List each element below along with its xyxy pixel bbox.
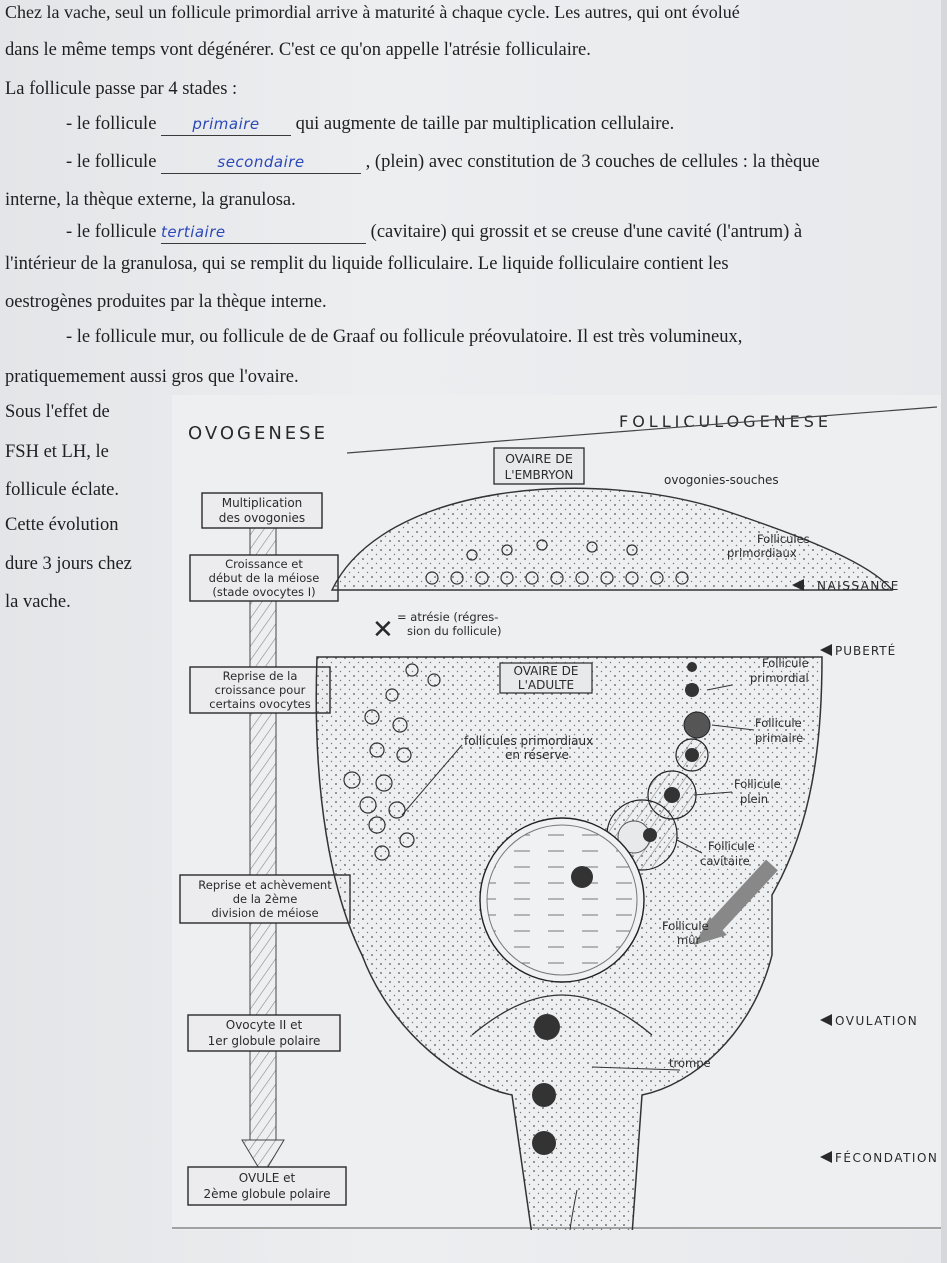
atresie-legend: sion du follicule) [407, 624, 501, 638]
stage-label: Follicule [755, 716, 802, 730]
stage-label: cavitaire [700, 854, 750, 868]
ovo-box-text: certains ovocytes [209, 697, 310, 711]
side-line: follicule éclate. [5, 480, 120, 500]
ovo-box-text: des ovogonies [219, 511, 305, 525]
side-line: FSH et LH, le [5, 442, 109, 462]
ovo-box-text: 1er globule polaire [208, 1034, 321, 1048]
stage2-prefix: - le follicule [66, 152, 157, 172]
stage3-line: - le follicule tertiaire (cavitaire) qui… [66, 221, 802, 244]
reserve-label: follicules primordiaux [464, 734, 593, 748]
stage-label: primaire [755, 731, 803, 745]
stage3-blank[interactable]: tertiaire [161, 221, 367, 244]
follicules-primordiaux-top-label: primordiaux [727, 546, 797, 560]
ovo-box: Croissance et début de la méiose (stade … [189, 554, 339, 602]
stage-label: mûr [677, 933, 700, 947]
ovo-box-text: Ovocyte II et [226, 1018, 303, 1032]
title-folliculogenese: FOLLICULOGENESE [619, 412, 832, 431]
ovo-box-text: Multiplication [222, 496, 303, 510]
stage-label: Follicule [762, 656, 809, 670]
stage-label: Follicule [734, 777, 781, 791]
title-ovogenese: OVOGENESE [188, 423, 328, 444]
stages-intro: La follicule passe par 4 stades : [5, 79, 238, 99]
stage2-line: - le follicule secondaire , (plein) avec… [66, 151, 820, 174]
puberte-label: PUBERTÉ [835, 643, 896, 658]
ovo-box-text: division de méiose [211, 906, 318, 920]
stage1-handwritten-answer: primaire [192, 115, 260, 133]
ovo-box-text: 2ème globule polaire [204, 1187, 331, 1201]
stage3-prefix: - le follicule [66, 222, 157, 242]
fecondation-label: FÉCONDATION [835, 1150, 938, 1165]
stage1-blank[interactable]: primaire [161, 113, 292, 136]
ovo-box-text: début de la méiose [209, 571, 320, 585]
ovo-box-text: Croissance et [225, 557, 303, 571]
ovo-box-text: Reprise de la [223, 669, 298, 683]
ovo-box: Reprise de la croissance pour certains o… [189, 666, 331, 714]
stage-label: primordial [750, 671, 809, 685]
ovo-box-text: OVULE et [239, 1171, 296, 1185]
stage-label: Follicule [662, 919, 709, 933]
stage3-continuation2: oestrogènes produites par la thèque inte… [5, 292, 327, 312]
embryo-ovary-dome [330, 487, 894, 591]
stage1-prefix: - le follicule [66, 114, 157, 134]
atresie-cross-icon: ✕ [372, 615, 394, 645]
figure-drawing: OVOGENESE FOLLICULOGENESE Multiplication… [172, 395, 947, 1230]
ovo-box-text: Reprise et achèvement [198, 878, 332, 892]
naissance-label: NAISSANCE [817, 579, 900, 593]
stage1-suffix: qui augmente de taille par multiplicatio… [295, 114, 675, 134]
ovo-box-text: (stade ovocytes I) [212, 585, 315, 599]
ovo-box: OVULE et 2ème globule polaire [187, 1166, 347, 1206]
side-line: dure 3 jours chez [5, 554, 132, 574]
page-edge [941, 0, 947, 1263]
ovaire-adulte-label: OVAIRE DE [514, 664, 579, 678]
ovo-box-text: croissance pour [215, 683, 306, 697]
ovo-box: Ovocyte II et 1er globule polaire [187, 1014, 341, 1052]
reserve-label: en réserve [505, 748, 569, 762]
ovulation-label: OVULATION [835, 1014, 918, 1028]
ovo-box: Multiplication des ovogonies [201, 492, 323, 529]
ovo-box-text: de la 2ème [233, 892, 298, 906]
ovogenese-folliculogenese-figure: OVOGENESE FOLLICULOGENESE Multiplication… [172, 395, 947, 1230]
follicules-primordiaux-top-label: Follicules [757, 532, 810, 546]
stage4-line2: pratiquemement aussi gros que l'ovaire. [5, 367, 299, 387]
stage-label: plein [740, 792, 768, 806]
ovaire-embryon-label: L'EMBRYON [505, 468, 574, 482]
stage2-suffix: , (plein) avec constitution de 3 couches… [365, 152, 820, 172]
stage1-line: - le follicule primaire qui augmente de … [66, 113, 674, 136]
stage3-handwritten-answer: tertiaire [161, 223, 226, 241]
ovo-box: Reprise et achèvement de la 2ème divisio… [179, 874, 351, 924]
ovogonies-souches-label: ovogonies-souches [664, 473, 779, 487]
trompe-label: trompe [669, 1056, 711, 1070]
stage2-blank[interactable]: secondaire [161, 151, 362, 174]
paragraph1-line1: Chez la vache, seul un follicule primord… [5, 2, 740, 22]
paragraph1-line2: dans le même temps vont dégénérer. C'est… [5, 40, 591, 60]
stage3-suffix: (cavitaire) qui grossit et se creuse d'u… [370, 222, 803, 242]
stage4-line1: - le follicule mur, ou follicule de de G… [66, 327, 743, 347]
ovaire-adulte-label: L'ADULTE [518, 678, 574, 692]
stage2-handwritten-answer: secondaire [217, 153, 305, 171]
stage-label: Follicule [708, 839, 755, 853]
stage2-continuation: interne, la thèque externe, la granulosa… [5, 190, 296, 210]
stage3-continuation1: l'intérieur de la granulosa, qui se remp… [5, 254, 729, 274]
atresie-legend: = atrésie (régres- [397, 610, 498, 624]
side-line: Cette évolution [5, 515, 119, 535]
side-line: Sous l'effet de [5, 402, 110, 422]
side-line: la vache. [5, 592, 71, 612]
ovaire-embryon-label: OVAIRE DE [505, 451, 573, 466]
